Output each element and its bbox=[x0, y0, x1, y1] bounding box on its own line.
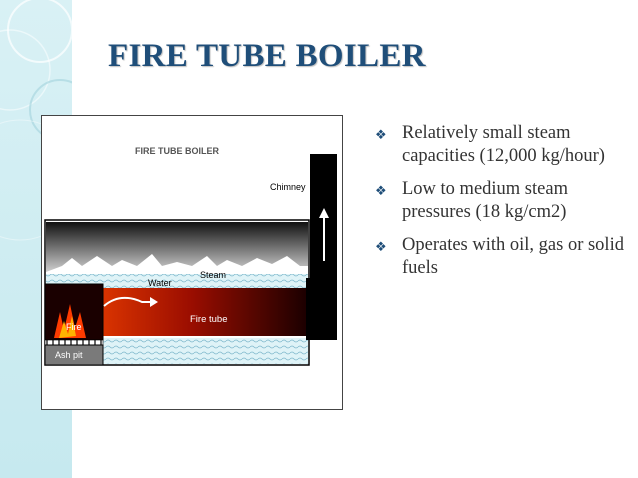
bullet-list: ❖ Relatively small steam capacities (12,… bbox=[375, 122, 625, 290]
diamond-bullet-icon: ❖ bbox=[375, 183, 387, 198]
diamond-bullet-icon: ❖ bbox=[375, 127, 387, 142]
bullet-item: ❖ Low to medium steam pressures (18 kg/c… bbox=[375, 178, 625, 224]
bullet-text: Operates with oil, gas or solid fuels bbox=[402, 235, 624, 278]
bullet-text: Low to medium steam pressures (18 kg/cm2… bbox=[402, 179, 568, 222]
diagram-heading: FIRE TUBE BOILER bbox=[135, 146, 220, 156]
bullet-text: Relatively small steam capacities (12,00… bbox=[402, 123, 605, 166]
steam-label: Steam bbox=[200, 270, 226, 280]
boiler-diagram: FIRE TUBE BOILER Chimney Steam Water Fir… bbox=[41, 115, 343, 410]
water-label: Water bbox=[148, 278, 172, 288]
slide-title: FIRE TUBE BOILER bbox=[108, 38, 426, 74]
diamond-bullet-icon: ❖ bbox=[375, 239, 387, 254]
fire-label: Fire bbox=[66, 322, 82, 332]
bullet-item: ❖ Relatively small steam capacities (12,… bbox=[375, 122, 625, 168]
ash-pit-label: Ash pit bbox=[55, 350, 83, 360]
boiler-illustration: FIRE TUBE BOILER Chimney Steam Water Fir… bbox=[44, 146, 337, 366]
fire-tube-label: Fire tube bbox=[190, 314, 228, 325]
bullet-item: ❖ Operates with oil, gas or solid fuels bbox=[375, 234, 625, 280]
chimney-label: Chimney bbox=[270, 182, 306, 192]
